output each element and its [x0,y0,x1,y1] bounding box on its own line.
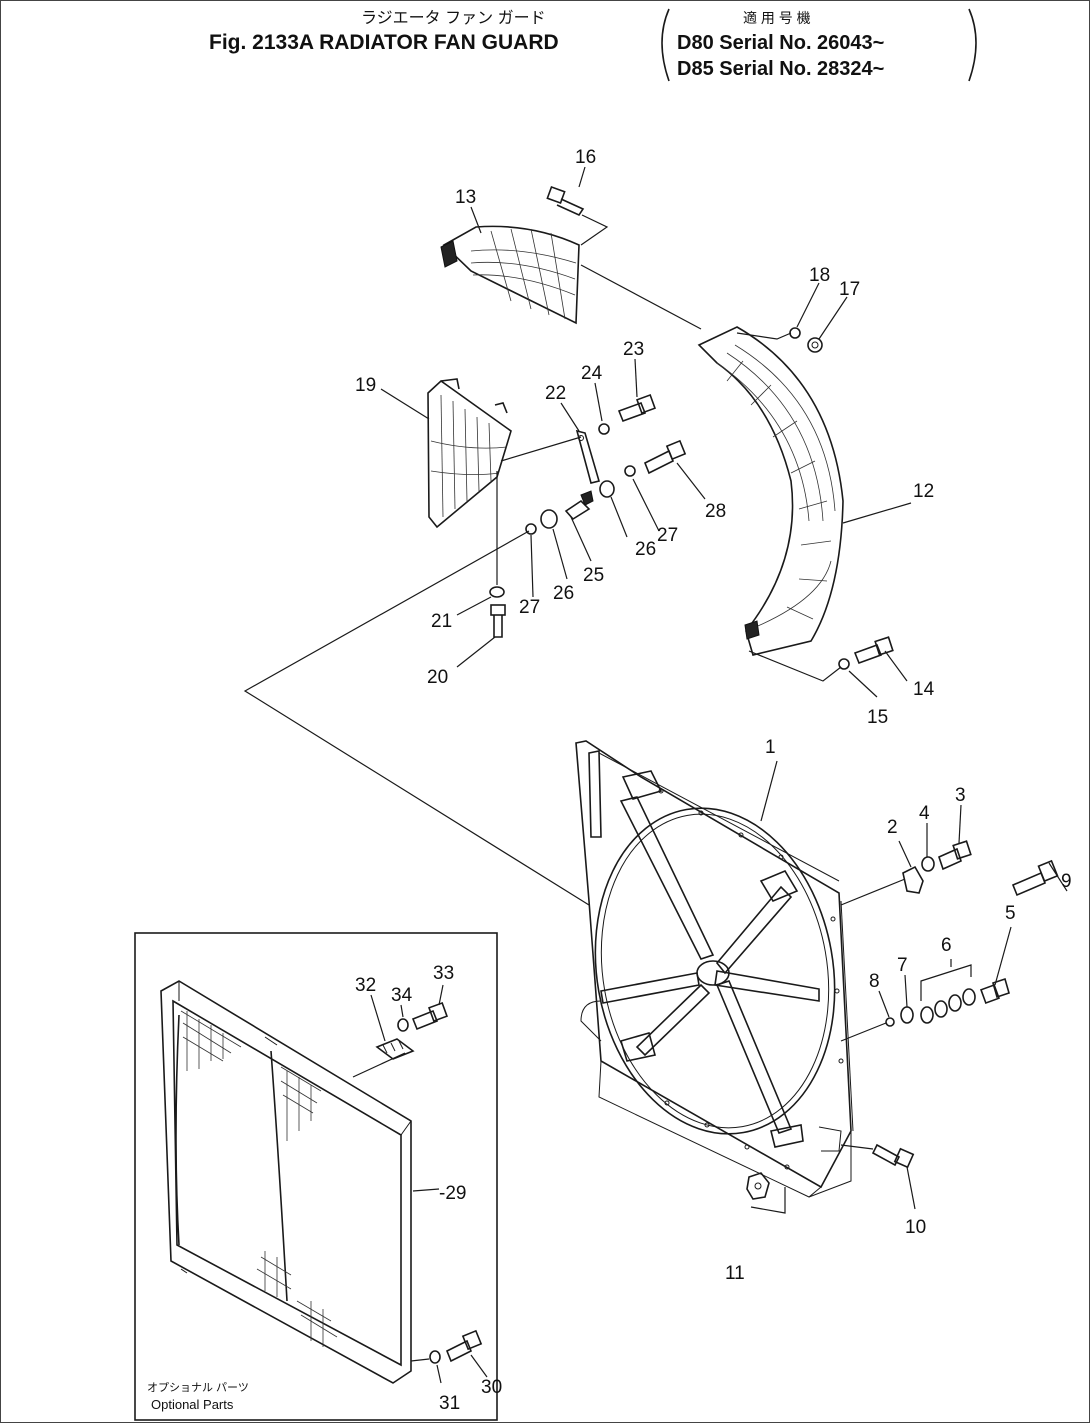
bolt-10 [871,1143,915,1169]
washer-24 [598,423,610,435]
washer-15 [838,658,850,670]
clip-25 [564,490,594,521]
washer-27-right [624,465,636,477]
part-label-25: 25 [583,565,604,586]
serial-d85: D85 Serial No. 28324~ [677,58,884,80]
part-label-34: 34 [391,985,413,1006]
bracket-2 [902,865,924,894]
part-label-26-right: 26 [635,539,656,560]
washer-8 [885,1017,895,1027]
collar-26-left [540,509,558,529]
part-label-30: 30 [481,1377,502,1398]
part-label-14: 14 [913,679,935,700]
part-label-8: 8 [869,971,880,992]
fan-guard-side-panel [427,378,512,529]
nut-11 [746,1172,770,1200]
part-label-2: 2 [887,817,898,838]
bolt-20 [490,604,506,638]
part-label-3: 3 [955,785,966,806]
nut-17 [807,337,823,353]
bolt-30 [445,1329,483,1363]
fan-shroud-frame [575,740,854,1198]
bracket-left [661,8,670,82]
bracket-right [968,8,977,82]
bolt-3 [938,840,972,871]
washer-31 [429,1350,441,1364]
part-label-15: 15 [867,707,888,728]
part-label-18: 18 [809,265,830,286]
part-label-10: 10 [905,1217,926,1238]
part-label-1: 1 [765,737,776,758]
part-label-27-right: 27 [657,525,678,546]
part-label-12: 12 [913,481,934,502]
part-label-24: 24 [581,363,603,384]
washer-18 [789,327,801,339]
part-label-31: 31 [439,1393,460,1414]
applicable-models-label: 適 用 号 機 [743,10,811,26]
optional-parts-inset: オプショナル パーツ Optional Parts [134,932,498,1421]
part-label-23: 23 [623,339,644,360]
washer-27-left [525,523,537,535]
bolt-14 [853,636,894,665]
label-pointers [380,166,1068,1210]
serial-d80: D80 Serial No. 26043~ [677,32,884,54]
washer-34 [397,1018,409,1032]
radiator-screen-29 [160,980,412,1384]
figure-title: Fig. 2133A RADIATOR FAN GUARD [209,31,559,54]
bolt-5 [980,977,1010,1004]
part-label-20: 20 [427,667,448,688]
part-label-17: 17 [839,279,860,300]
part-label-19: 19 [355,375,376,396]
shim-stack-6 [920,988,976,1024]
washer-21 [489,586,505,598]
bracket-22 [575,429,601,484]
bolt-16 [546,185,585,217]
collar-26-right [599,480,615,498]
part-label-11: 11 [725,1263,745,1284]
title-japanese: ラジエータ ファン ガード [361,9,546,27]
optional-parts-caption-jp: オプショナル パーツ [147,1381,249,1394]
washer-7 [900,1006,914,1024]
part-label-6: 6 [941,935,952,956]
part-label-13: 13 [455,187,476,208]
bolt-9 [1011,859,1059,897]
washer-4 [921,856,935,872]
part-label-33: 33 [433,963,454,984]
bolt-33 [411,1002,448,1031]
part-label-21: 21 [431,611,452,632]
optional-parts-caption: Optional Parts [151,1397,234,1412]
part-label-16: 16 [575,147,596,168]
bolt-28 [643,439,687,475]
leader-lines [243,214,972,1214]
part-label-7: 7 [897,955,908,976]
part-label-28: 28 [705,501,726,522]
part-label-32: 32 [355,975,376,996]
part-number-labels: 1 2 3 4 5 6 7 8 9 10 11 12 13 14 15 16 1… [355,147,1072,1414]
fan-guard-curved-segment [697,326,844,656]
part-label-4: 4 [919,803,930,824]
part-label-5: 5 [1005,903,1016,924]
part-label-22: 22 [545,383,566,404]
part-label-26-left: 26 [553,583,574,604]
part-label-27-left: 27 [519,597,540,618]
bolt-23 [617,394,656,423]
part-label-9: 9 [1061,871,1072,892]
part-label-29: -29 [439,1183,466,1204]
bracket-32 [375,1038,415,1060]
fan-guard-upper-segment [440,225,580,325]
